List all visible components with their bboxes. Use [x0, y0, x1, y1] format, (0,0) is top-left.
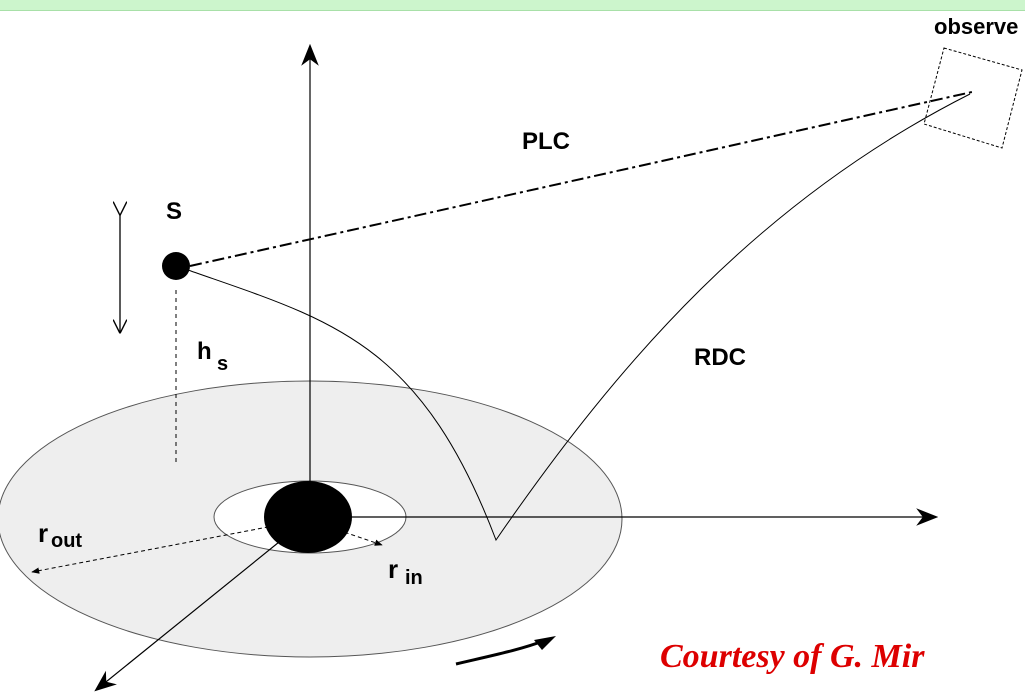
r-in-label: r in — [388, 556, 438, 596]
height-symbol: h — [197, 338, 212, 365]
r-out-symbol: r — [38, 518, 49, 548]
black-hole — [264, 481, 352, 553]
source-sphere — [162, 252, 190, 280]
r-in-symbol: r — [388, 554, 399, 584]
source-label: S — [166, 198, 183, 225]
rdc-ray — [187, 93, 971, 542]
r-in-subscript: in — [405, 567, 423, 589]
courtesy-credit: Courtesy of G. Mir — [660, 638, 925, 675]
height-label: h s — [197, 340, 237, 380]
plc-label: PLC — [522, 128, 570, 155]
rdc-label: RDC — [694, 344, 746, 371]
r-in-arrow — [337, 529, 383, 546]
top-bar — [0, 0, 1025, 11]
observer-box — [923, 47, 1023, 149]
rotation-arrow — [455, 638, 547, 666]
plc-ray — [189, 91, 973, 267]
height-subscript: s — [217, 353, 229, 375]
depth-axis — [94, 516, 311, 692]
observer-label: observe — [934, 14, 1019, 39]
r-out-label: r out — [38, 520, 98, 560]
rotation-arrow-head — [534, 636, 556, 650]
r-out-arrow — [31, 518, 311, 574]
r-out-subscript: out — [51, 530, 83, 552]
